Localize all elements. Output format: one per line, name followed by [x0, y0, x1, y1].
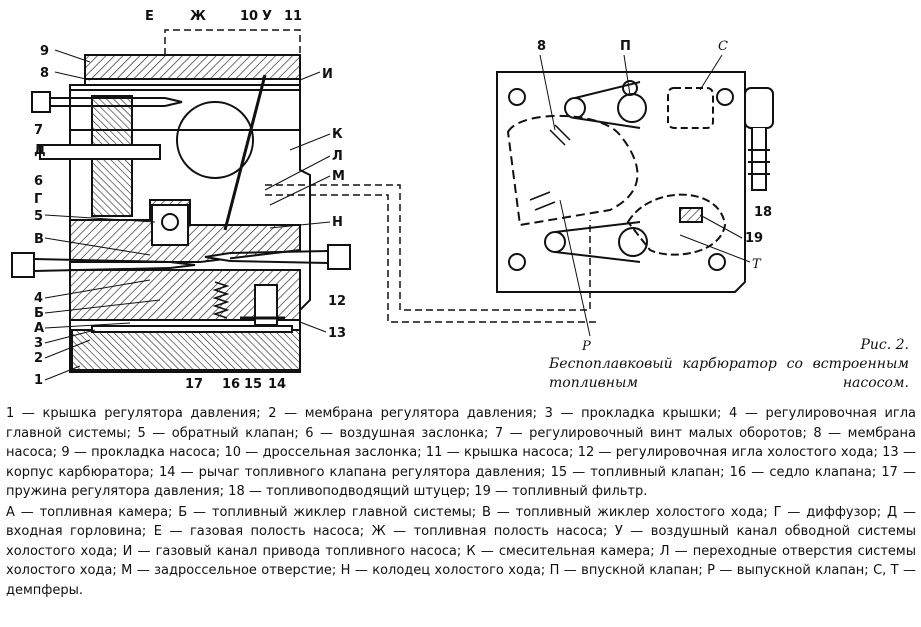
label-9: 9: [40, 44, 49, 59]
pump-plate: [496, 71, 774, 293]
plate-labels: 8 П С 19 Т Р 18: [537, 39, 772, 354]
label-e: Е: [145, 9, 154, 24]
label-7: 7: [34, 123, 43, 138]
label-v: В: [34, 232, 44, 247]
caption-text: Беспоплавковый карбюратор со встроенным …: [549, 356, 909, 391]
carburetor-diagram: 9 8 7 Д 6 Г 5 В 4 Б А 3 2 1 Е Ж 10 У 11 …: [11, 9, 774, 392]
label-10: 10: [240, 9, 258, 24]
label-plate-8: 8: [537, 39, 546, 54]
label-n: Н: [332, 215, 343, 230]
label-b: Б: [34, 306, 44, 321]
label-5: 5: [34, 209, 43, 224]
label-k: К: [332, 127, 343, 142]
label-s: С: [718, 39, 728, 54]
figure-legend: 1 — крышка регулятора давления; 2 — мемб…: [6, 404, 916, 601]
label-17: 17: [185, 377, 203, 392]
label-i: И: [322, 67, 333, 82]
label-4: 4: [34, 291, 43, 306]
label-g: Г: [34, 192, 42, 207]
figure-caption: Рис. 2. Беспоплавковый карбюратор со вст…: [549, 336, 909, 393]
legend-numbered: 1 — крышка регулятора давления; 2 — мемб…: [6, 406, 916, 499]
label-l: Л: [332, 149, 343, 164]
label-zh: Ж: [190, 9, 206, 24]
label-a: А: [34, 321, 44, 336]
caption-number: Рис. 2.: [860, 337, 909, 353]
label-6: 6: [34, 174, 43, 189]
label-12: 12: [328, 294, 346, 309]
label-13: 13: [328, 326, 346, 341]
label-14: 14: [268, 377, 286, 392]
section-labels: 9 8 7 Д 6 Г 5 В 4 Б А 3 2 1 Е Ж 10 У 11 …: [34, 9, 346, 392]
carburetor-section: [11, 29, 600, 373]
label-18: 18: [754, 205, 772, 220]
label-16: 16: [222, 377, 240, 392]
label-m: М: [332, 169, 345, 184]
label-3: 3: [34, 336, 43, 351]
label-p: П: [620, 39, 631, 54]
legend-lettered: А — топливная камера; Б — топливный жикл…: [6, 504, 916, 598]
label-8: 8: [40, 66, 49, 81]
label-1: 1: [34, 373, 43, 388]
label-r: Р: [581, 339, 591, 354]
label-19: 19: [745, 231, 763, 246]
label-u: У: [262, 9, 272, 24]
label-t: Т: [752, 257, 762, 272]
label-11: 11: [284, 9, 302, 24]
leader-lines: [44, 49, 751, 381]
label-15: 15: [244, 377, 262, 392]
label-d: Д: [34, 143, 46, 158]
label-2: 2: [34, 351, 43, 366]
